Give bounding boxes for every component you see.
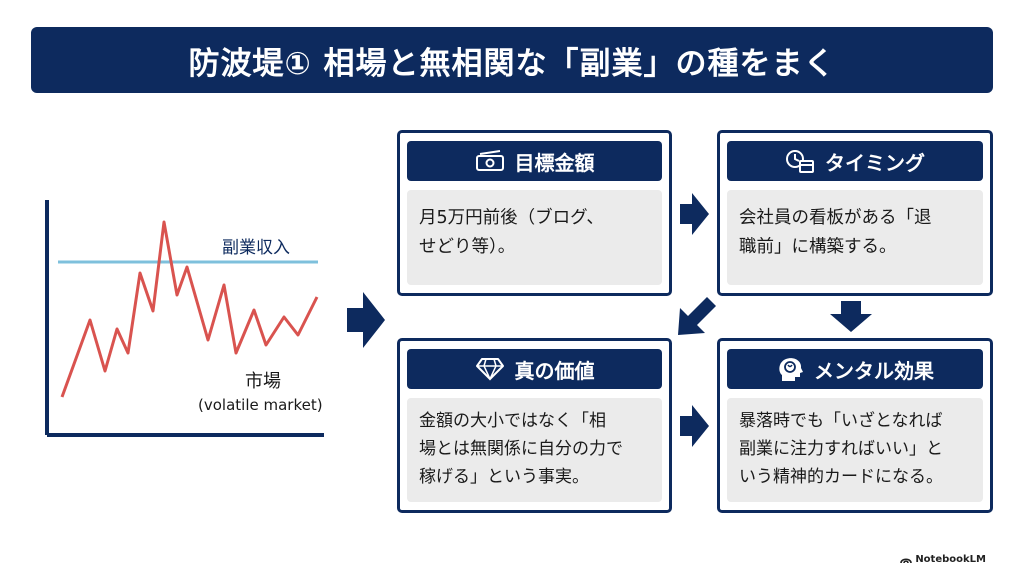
diamond-icon: [475, 357, 505, 381]
arrow-right-top: [680, 193, 709, 235]
brand-watermark: NotebookLM: [900, 554, 986, 565]
arrow-diagonal-left: [678, 297, 716, 335]
card-target-amount-body: 月5万円前後（ブログ、 せどり等）。: [407, 190, 662, 285]
card-true-value: 真の価値 金額の大小ではなく「相 場とは無関係に自分の力で 稼げる」という事実。: [397, 338, 672, 513]
card-mental-effect-title: メンタル効果: [814, 358, 934, 383]
clock-calendar-icon: [785, 148, 815, 174]
card-mental-effect-body: 暴落時でも「いざとなれば 副業に注力すればいい」と いう精神的カードになる。: [727, 398, 983, 502]
card-target-amount-title: 目標金額: [514, 150, 595, 175]
card-timing-header: タイミング: [727, 141, 983, 181]
side-income-label: 副業収入: [222, 238, 290, 258]
market-sublabel: (volatile market): [198, 396, 323, 414]
card-target-amount: 目標金額 月5万円前後（ブログ、 せどり等）。: [397, 130, 672, 296]
money-icon: [475, 150, 505, 172]
arrow-down-right: [830, 301, 872, 332]
card-true-value-body: 金額の大小ではなく「相 場とは無関係に自分の力で 稼げる」という事実。: [407, 398, 662, 502]
market-chart: 副業収入 市場 (volatile market): [45, 200, 324, 437]
market-label: 市場: [245, 371, 281, 392]
title-banner: 防波堤① 相場と無相関な「副業」の種をまく: [31, 27, 993, 93]
card-timing-title: タイミング: [825, 150, 925, 175]
brand-text: NotebookLM: [915, 554, 986, 565]
card-true-value-title: 真の価値: [514, 358, 595, 383]
market-volatility-line: [60, 220, 319, 398]
card-true-value-header: 真の価値: [407, 349, 662, 389]
notebooklm-logo-icon: [900, 558, 913, 564]
arrow-right-main: [347, 292, 385, 348]
card-mental-effect: メンタル効果 暴落時でも「いざとなれば 副業に注力すればいい」と いう精神的カー…: [717, 338, 993, 513]
arrow-right-bottom: [680, 405, 709, 447]
card-timing: タイミング 会社員の看板がある「退 職前」に構築する。: [717, 130, 993, 296]
card-mental-effect-header: メンタル効果: [727, 349, 983, 389]
page-title: 防波堤① 相場と無相関な「副業」の種をまく: [188, 45, 836, 82]
card-target-amount-header: 目標金額: [407, 141, 662, 181]
brain-head-icon: [776, 355, 804, 383]
card-timing-body: 会社員の看板がある「退 職前」に構築する。: [727, 190, 983, 285]
